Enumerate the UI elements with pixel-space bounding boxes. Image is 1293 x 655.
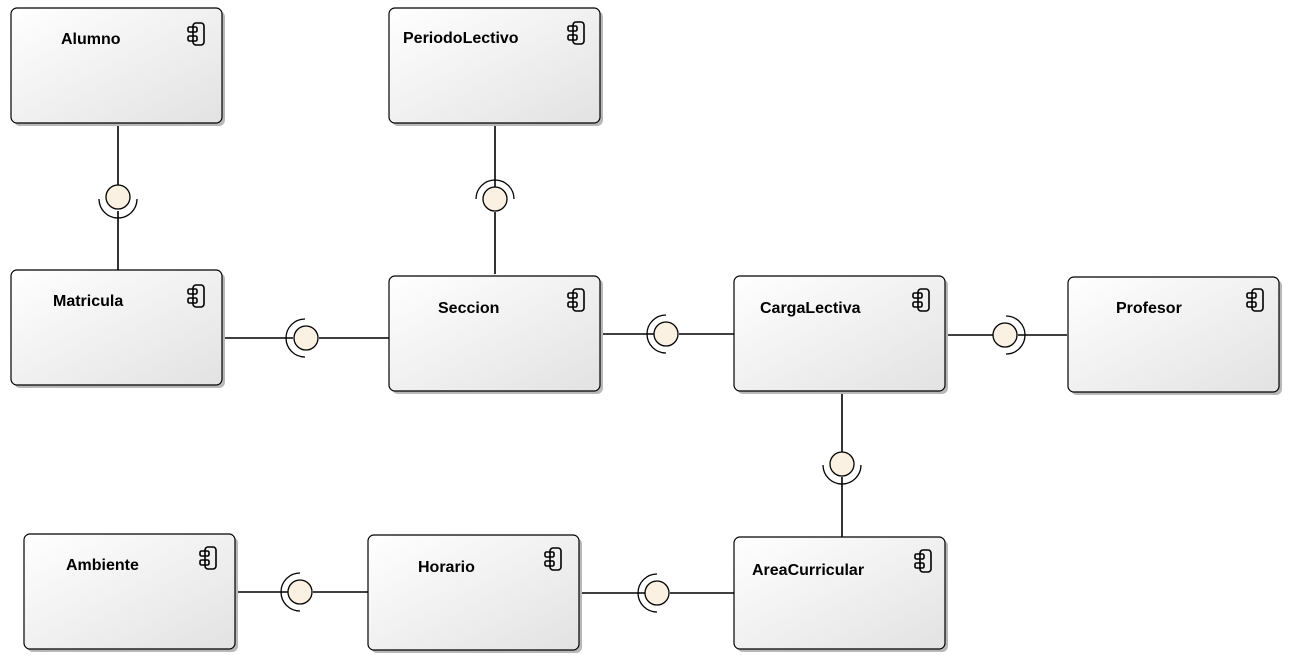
component-label: Matricula <box>53 293 123 310</box>
component-periodo-lectivo[interactable]: PeriodoLectivo <box>388 7 603 126</box>
provided-interface-circle <box>644 580 670 606</box>
component-area-curricular[interactable]: AreaCurricular <box>733 536 948 652</box>
component-ambiente[interactable]: Ambiente <box>23 533 238 652</box>
component-icon <box>1246 288 1264 312</box>
component-carga-lectiva[interactable]: CargaLectiva <box>733 275 948 394</box>
required-interface-socket <box>822 464 862 485</box>
component-label: Alumno <box>61 31 121 48</box>
component-icon <box>567 21 585 45</box>
component-alumno[interactable]: Alumno <box>10 7 225 126</box>
required-interface-socket <box>98 198 138 219</box>
required-interface-socket <box>475 179 515 200</box>
connection-matricula-seccion <box>223 318 389 358</box>
required-interface-socket <box>285 318 306 358</box>
component-label: AreaCurricular <box>752 562 864 579</box>
component-label: Ambiente <box>66 557 139 574</box>
component-icon <box>187 284 205 308</box>
provided-interface-circle <box>287 579 313 605</box>
required-interface-socket <box>1005 315 1026 355</box>
connection-seccion-carga <box>601 314 734 354</box>
component-label: CargaLectiva <box>760 300 861 317</box>
connection-carga-area <box>822 391 862 538</box>
component-label: Horario <box>418 559 475 576</box>
component-label: Profesor <box>1116 300 1182 317</box>
required-interface-socket <box>280 572 301 612</box>
provided-interface-circle <box>829 451 855 477</box>
required-interface-socket <box>637 573 658 613</box>
component-label: Seccion <box>438 300 499 317</box>
component-icon <box>912 288 930 312</box>
provided-interface-circle <box>482 186 508 212</box>
component-icon <box>544 547 562 571</box>
required-interface-socket <box>646 314 667 354</box>
component-profesor[interactable]: Profesor <box>1067 276 1282 395</box>
connection-horario-area <box>580 573 734 613</box>
provided-interface-circle <box>992 322 1018 348</box>
component-icon <box>914 549 932 573</box>
connection-alumno-matricula <box>98 123 138 270</box>
connection-periodo-seccion <box>475 123 515 274</box>
provided-interface-circle <box>105 184 131 210</box>
component-icon <box>187 22 205 46</box>
provided-interface-circle <box>653 321 679 347</box>
component-matricula[interactable]: Matricula <box>10 269 225 388</box>
connection-carga-profesor <box>946 315 1067 355</box>
component-icon <box>567 288 585 312</box>
connection-ambiente-horario <box>235 572 368 612</box>
component-label: PeriodoLectivo <box>403 30 519 47</box>
component-seccion[interactable]: Seccion <box>388 275 603 394</box>
component-icon <box>199 546 217 570</box>
component-horario[interactable]: Horario <box>367 534 582 653</box>
provided-interface-circle <box>293 325 319 351</box>
